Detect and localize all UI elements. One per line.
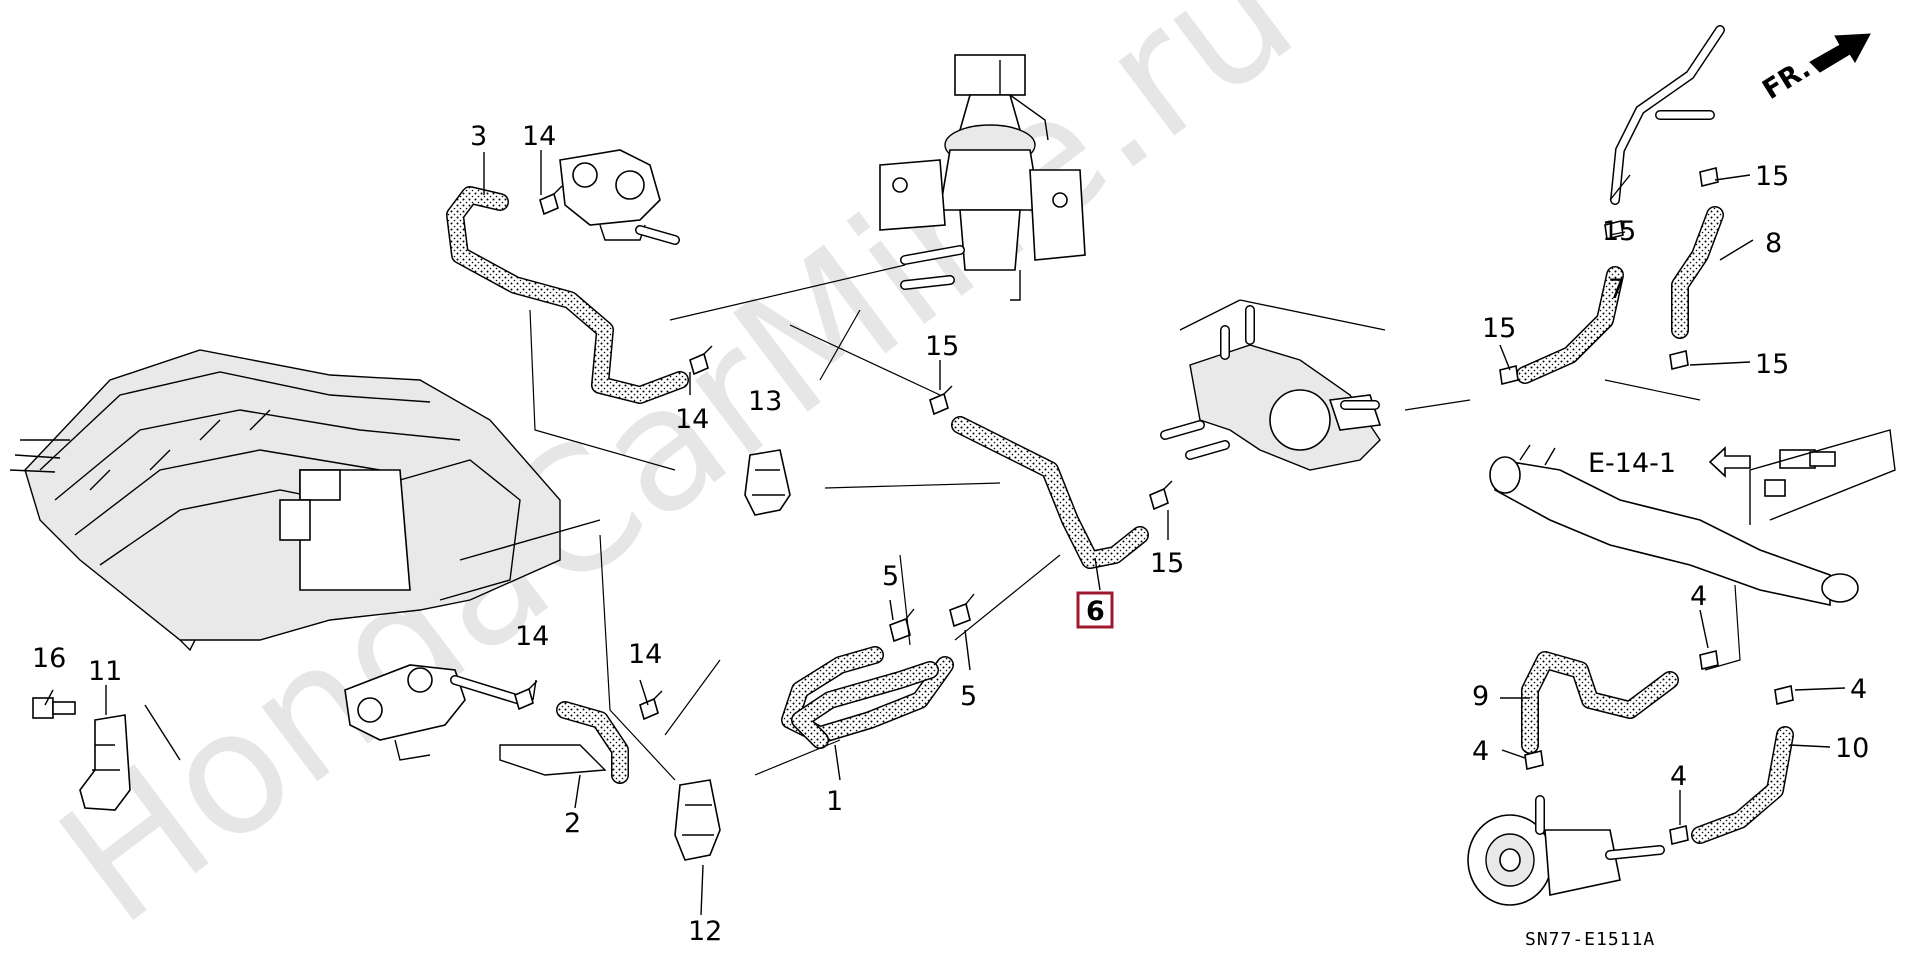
- callout-7: 7: [1608, 274, 1625, 305]
- egr-valve-drawing: [879, 54, 1086, 301]
- callout-14: 14: [628, 639, 662, 670]
- pump-drawing: [1467, 795, 1665, 906]
- callout-15: 15: [1150, 548, 1184, 579]
- callout-15: 15: [1482, 313, 1516, 344]
- hose-clamps: [514, 167, 1794, 845]
- callout-6-highlighted[interactable]: 6: [1086, 596, 1105, 627]
- callout-13: 13: [748, 386, 782, 417]
- callout-15: 15: [1755, 161, 1789, 192]
- part-callouts: 3 14 14 15 13 15 6 15 8 15 7 15 15 5 5 1…: [32, 121, 1869, 947]
- callout-4: 4: [1850, 674, 1867, 705]
- reference-e14-1-label: E-14-1: [1588, 448, 1676, 479]
- callout-4: 4: [1690, 581, 1707, 612]
- callout-3: 3: [470, 121, 487, 152]
- callout-1: 1: [826, 786, 843, 817]
- callout-14: 14: [522, 121, 556, 152]
- water-pipe-drawing: [1489, 429, 1896, 606]
- hose-3-fill: [447, 187, 688, 403]
- callout-15: 15: [1602, 216, 1636, 247]
- callout-15: 15: [1755, 349, 1789, 380]
- callout-16: 16: [32, 643, 66, 674]
- hose-2-outline: [499, 744, 607, 776]
- reference-lines: [529, 264, 1741, 781]
- clip-13-drawing: [744, 449, 791, 516]
- front-arrow-icon: [1809, 33, 1871, 73]
- callout-15: 15: [925, 331, 959, 362]
- reference-e14-1: E-14-1: [1588, 446, 1751, 479]
- drawing-code: SN77-E1511A: [1525, 929, 1655, 950]
- callout-9: 9: [1472, 681, 1489, 712]
- callout-4: 4: [1670, 761, 1687, 792]
- callout-14: 14: [675, 404, 709, 435]
- callout-10: 10: [1835, 733, 1869, 764]
- callout-12: 12: [688, 916, 722, 947]
- callout-5: 5: [882, 561, 899, 592]
- callout-5: 5: [960, 681, 977, 712]
- solenoid-valve-top-drawing: [559, 149, 680, 245]
- callout-2: 2: [564, 808, 581, 839]
- callout-14: 14: [515, 621, 549, 652]
- front-direction-label: FR.: [1757, 53, 1816, 106]
- thermostat-housing-drawing: [1160, 299, 1386, 471]
- callout-leaders: [44, 150, 1846, 916]
- highlight-box: [1076, 591, 1114, 629]
- solenoid-valve-lower-drawing: [344, 664, 525, 761]
- callout-11: 11: [88, 656, 122, 687]
- clamp-11-drawing: [32, 697, 181, 811]
- callout-8: 8: [1765, 228, 1782, 259]
- callout-4: 4: [1472, 736, 1489, 767]
- front-direction-indicator: FR.: [1757, 33, 1871, 106]
- reference-arrow-icon: [1708, 446, 1751, 478]
- hose-6-fill: [952, 417, 1148, 568]
- clip-12-drawing: [674, 779, 721, 861]
- intake-manifold-drawing: [9, 349, 601, 652]
